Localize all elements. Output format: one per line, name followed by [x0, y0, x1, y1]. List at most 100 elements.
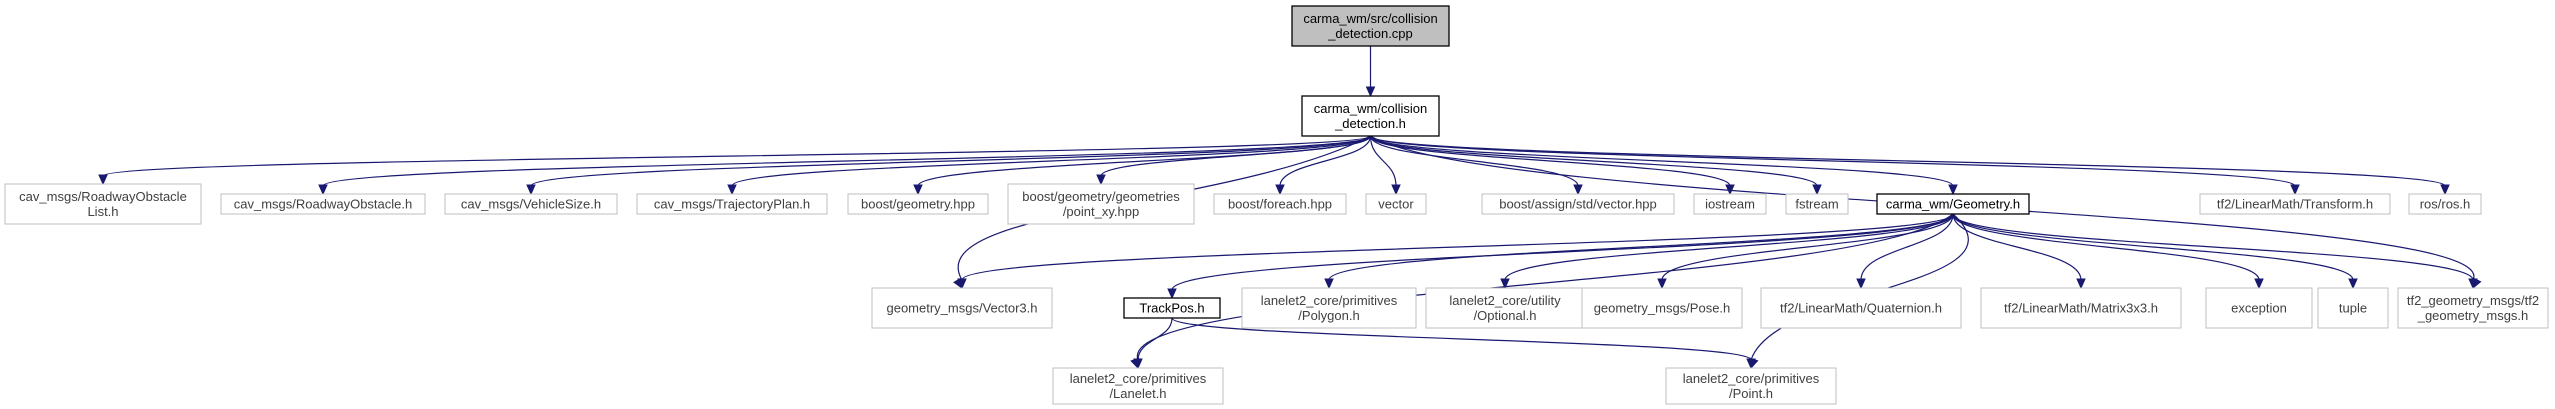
- edge-arrowhead: [1324, 278, 1334, 290]
- node-opt: lanelet2_core/utility/Optional.h: [1425, 287, 1585, 329]
- node-label-line: ros/ros.h: [2420, 197, 2471, 212]
- edge-arrowhead: [1167, 288, 1177, 300]
- node-label-line: List.h: [87, 204, 118, 219]
- node-box: [1665, 367, 1837, 405]
- node-box: [2397, 287, 2549, 329]
- node-label-line: boost/geometry.hpp: [861, 197, 975, 212]
- node-label-line: cav_msgs/RoadwayObstacle: [19, 189, 187, 204]
- node-box: [636, 193, 828, 215]
- node-label-line: /Lanelet.h: [1109, 386, 1166, 401]
- node-bf: boost/foreach.hpp: [1213, 193, 1347, 215]
- node-label-line: /Optional.h: [1474, 308, 1537, 323]
- edge-arrowhead: [98, 174, 108, 186]
- edge-arrowhead: [1391, 184, 1401, 196]
- node-label-line: cav_msgs/TrajectoryPlan.h: [654, 197, 810, 212]
- node-ll: lanelet2_core/primitives/Lanelet.h: [1052, 367, 1224, 405]
- edge-root-to-cd: [1365, 45, 1376, 98]
- edge-arrowhead: [2468, 278, 2478, 290]
- node-ios: iostream: [1693, 193, 1767, 215]
- node-label-line: boost/assign/std/vector.hpp: [1499, 197, 1657, 212]
- edge-cd-to-ro: [318, 135, 1372, 196]
- node-box: [1581, 287, 1743, 329]
- node-box: [1760, 287, 1962, 329]
- edge-geo-to-v3: [957, 213, 1954, 290]
- node-exc: exception: [2205, 287, 2313, 329]
- edge-geo-to-poly: [1324, 213, 1954, 290]
- node-label-line: /point_xy.hpp: [1063, 204, 1139, 219]
- edge-cd-to-bf: [1275, 135, 1372, 196]
- edge-geo-to-tpos: [1167, 213, 1954, 300]
- node-tpos[interactable]: TrackPos.h: [1123, 297, 1221, 319]
- node-label-line: _detection.h: [1334, 116, 1406, 131]
- node-bgg: boost/geometry/geometries/point_xy.hpp: [1007, 183, 1195, 225]
- node-ros: ros/ros.h: [2408, 193, 2482, 215]
- node-label-line: /Polygon.h: [1298, 308, 1359, 323]
- edge-arrowhead: [913, 184, 923, 196]
- node-box: [1007, 183, 1195, 225]
- node-label-line: boost/foreach.hpp: [1228, 197, 1332, 212]
- edge-cd-to-geo: [1369, 135, 1958, 196]
- node-label-line: _geometry_msgs.h: [2417, 308, 2529, 323]
- node-label-line: lanelet2_core/utility: [1449, 293, 1561, 308]
- node-box: [2199, 193, 2391, 215]
- node-pt: lanelet2_core/primitives/Point.h: [1665, 367, 1837, 405]
- node-box: [4, 183, 202, 225]
- node-box: [1241, 287, 1417, 329]
- node-label-line: lanelet2_core/primitives: [1070, 371, 1207, 386]
- edge-geo-to-mat: [1952, 213, 2086, 290]
- edge-arrowhead: [1812, 184, 1822, 196]
- node-label-line: fstream: [1795, 197, 1838, 212]
- node-tf2t: tf2/LinearMath/Transform.h: [2199, 193, 2391, 215]
- node-tup: tuple: [2317, 287, 2389, 329]
- edge-arrowhead: [1096, 174, 1106, 186]
- edge-arrowhead: [2290, 184, 2300, 196]
- edge-arrowhead: [1657, 278, 1667, 290]
- node-bav: boost/assign/std/vector.hpp: [1481, 193, 1675, 215]
- node-label-line: exception: [2231, 301, 2287, 316]
- node-box: [1052, 367, 1224, 405]
- edge-cd-to-vec: [1369, 135, 1401, 196]
- nodes-layer: carma_wm/src/collision_detection.cppcarm…: [4, 5, 2549, 405]
- edge-arrowhead: [727, 184, 737, 196]
- node-label-line: lanelet2_core/primitives: [1261, 293, 1398, 308]
- node-box: [1980, 287, 2182, 329]
- node-geo[interactable]: carma_wm/Geometry.h: [1876, 193, 2030, 215]
- node-cd[interactable]: carma_wm/collision_detection.h: [1301, 95, 1440, 137]
- edge-arrowhead: [1275, 184, 1285, 196]
- edge-arrowhead: [1365, 86, 1376, 98]
- node-vs: cav_msgs/VehicleSize.h: [444, 193, 618, 215]
- node-box: [1876, 193, 2030, 215]
- node-vec: vector: [1365, 193, 1427, 215]
- edge-arrowhead: [1573, 184, 1583, 196]
- edge-arrowhead: [1500, 278, 1510, 290]
- node-box: [1481, 193, 1675, 215]
- edge-cd-to-fs: [1369, 135, 1822, 196]
- edge-geo-to-tf2g: [1952, 213, 2478, 290]
- edge-arrowhead: [2076, 278, 2086, 290]
- node-label-line: geometry_msgs/Vector3.h: [886, 301, 1037, 316]
- node-box: [871, 287, 1053, 329]
- node-label-line: carma_wm/collision: [1314, 101, 1427, 116]
- node-box: [1785, 193, 1849, 215]
- edges-layer: [98, 45, 2482, 370]
- node-label-line: lanelet2_core/primitives: [1683, 371, 1820, 386]
- edge-cd-to-bav: [1369, 135, 1583, 196]
- node-label-line: carma_wm/Geometry.h: [1886, 197, 2020, 212]
- edge-cd-to-tp: [727, 135, 1372, 196]
- edge-arrowhead: [318, 184, 328, 196]
- node-tp: cav_msgs/TrajectoryPlan.h: [636, 193, 828, 215]
- node-label-line: _detection.cpp: [1327, 26, 1413, 41]
- node-label-line: iostream: [1705, 197, 1755, 212]
- node-label-line: tf2/LinearMath/Quaternion.h: [1780, 301, 1942, 316]
- edge-geo-to-quat: [1856, 213, 1954, 290]
- node-label-line: TrackPos.h: [1139, 301, 1204, 316]
- node-label-line: vector: [1378, 197, 1414, 212]
- node-root[interactable]: carma_wm/src/collision_detection.cpp: [1291, 5, 1450, 47]
- node-label-line: /Point.h: [1729, 386, 1773, 401]
- node-label-line: tf2/LinearMath/Transform.h: [2217, 197, 2373, 212]
- node-box: [1693, 193, 1767, 215]
- node-box: [444, 193, 618, 215]
- node-box: [847, 193, 989, 215]
- node-box: [1123, 297, 1221, 319]
